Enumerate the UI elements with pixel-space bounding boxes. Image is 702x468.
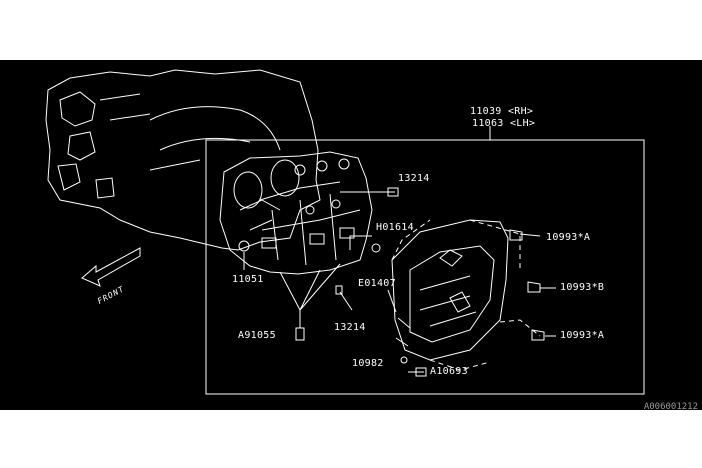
- diagram-id-watermark: A006001212: [643, 402, 698, 412]
- part-label-11063-lh[interactable]: 11063 <LH>: [472, 118, 535, 130]
- engine-block: [45, 69, 321, 251]
- part-code-a91055[interactable]: A91055: [238, 330, 276, 341]
- head-cover: [391, 219, 541, 371]
- part-code-11039[interactable]: 11039: [470, 106, 502, 117]
- part-code-a10693[interactable]: A10693: [430, 366, 468, 377]
- part-label-13214-lower[interactable]: 13214: [334, 322, 366, 334]
- part-label-11051[interactable]: 11051: [232, 274, 264, 286]
- part-label-h01614[interactable]: H01614: [376, 222, 414, 234]
- part-label-a10693[interactable]: A10693: [430, 366, 468, 378]
- part-label-13214-top[interactable]: 13214: [398, 173, 430, 185]
- parts-diagram: FRONT 11039 <RH> 11063 <LH> 13214 H01614…: [0, 60, 702, 410]
- part-code-h01614[interactable]: H01614: [376, 222, 414, 233]
- cylinder-head: [219, 151, 373, 311]
- leader-lines: [81, 126, 645, 395]
- part-code-13214[interactable]: 13214: [334, 322, 366, 333]
- part-label-10993-b[interactable]: 10993*B: [560, 282, 604, 294]
- part-suffix-rh: <RH>: [507, 106, 534, 117]
- part-label-11039-rh[interactable]: 11039 <RH>: [470, 106, 533, 118]
- part-suffix-lh: <LH>: [509, 118, 536, 129]
- part-label-e01407[interactable]: E01407: [358, 278, 396, 290]
- part-label-10993-a-upper[interactable]: 10993*A: [546, 232, 590, 244]
- part-code-10993[interactable]: 10993: [560, 282, 592, 293]
- part-code-10993[interactable]: 10993: [560, 330, 592, 341]
- part-suffix-a: *A: [577, 232, 591, 243]
- part-suffix-b: *B: [591, 282, 605, 293]
- part-code-11051[interactable]: 11051: [232, 274, 264, 285]
- part-suffix-a: *A: [591, 330, 605, 341]
- part-code-10982[interactable]: 10982: [352, 358, 384, 369]
- diagram-drawing: [45, 69, 645, 395]
- part-code-e01407[interactable]: E01407: [358, 278, 396, 289]
- part-label-10982[interactable]: 10982: [352, 358, 384, 370]
- part-code-11063[interactable]: 11063: [472, 118, 504, 129]
- part-code-13214[interactable]: 13214: [398, 173, 430, 184]
- part-code-10993[interactable]: 10993: [546, 232, 578, 243]
- part-label-10993-a-lower[interactable]: 10993*A: [560, 330, 604, 342]
- part-label-a91055[interactable]: A91055: [238, 330, 276, 342]
